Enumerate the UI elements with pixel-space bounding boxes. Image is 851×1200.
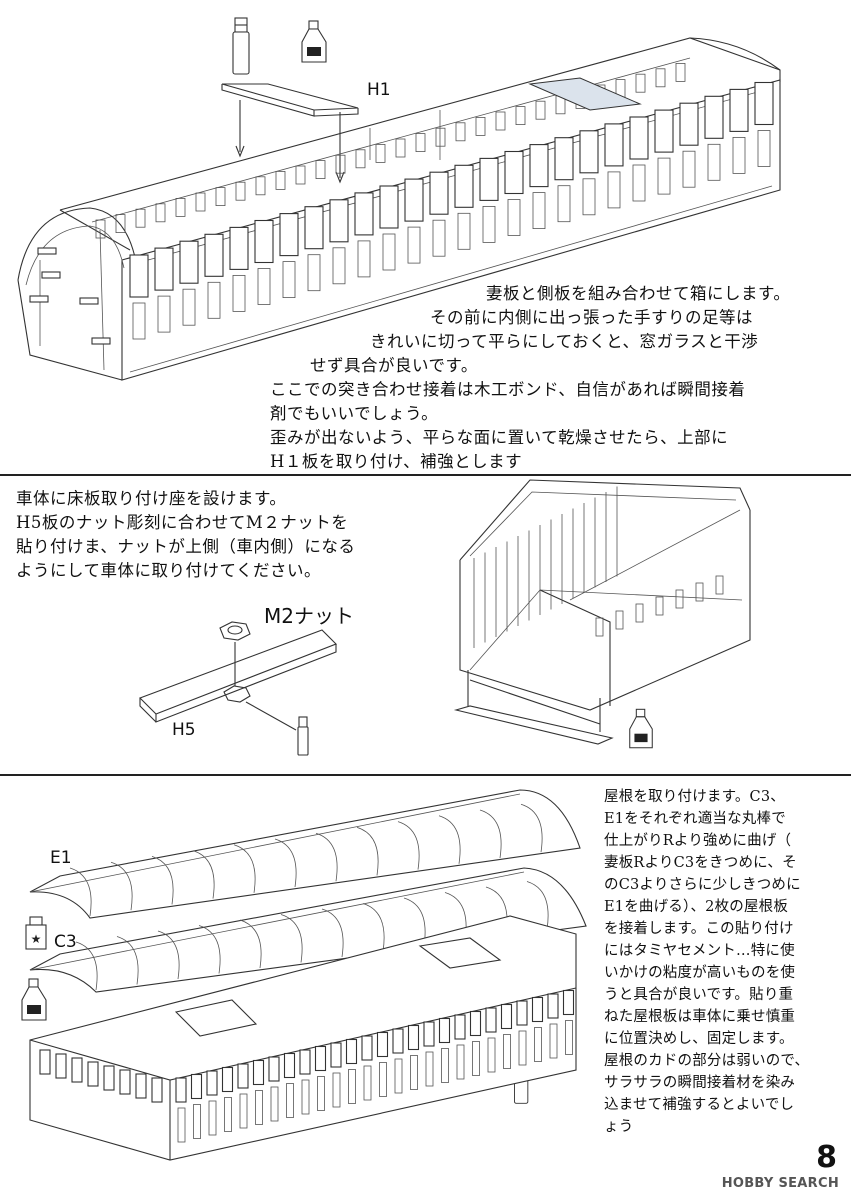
instruction-line: その前に内側に出っ張った手すりの足等は [430,308,753,327]
instruction-line: 妻板と側板を組み合わせて箱にします。 [486,284,791,303]
instruction-line: 車体に床板取り付け座を設けます。 [16,489,287,508]
instruction-line: 妻板RよりC3をきつめに、そ [604,855,797,871]
svg-text:★: ★ [31,932,42,946]
part-label-c3: C3 [54,932,77,952]
carriage-underside-illustration [453,479,751,745]
instruction-line: ょう [604,1119,634,1135]
instruction-line: にはタミヤセメント…特に使 [604,943,795,959]
instruction-line: E1を曲げる）、2枚の屋根板 [604,899,789,915]
page-number: 8 [816,1140,837,1175]
instruction-line: に位置決めし、固定します。 [604,1031,794,1047]
instruction-line: 歪みが出ないよう、平らな面に置いて乾燥させたら、上部に [270,428,729,447]
instruction-line: H5板のナット彫刻に合わせてM２ナットを [16,513,349,532]
instant-glue-bottle-icon [301,20,327,63]
instruction-line: いかけの粘度が高いものを使 [604,965,796,981]
section-divider [0,474,851,476]
carriage-body-box-illustration [17,37,781,381]
glue-tube-icon [232,17,250,75]
watermark: HOBBY SEARCH [721,1176,839,1191]
instruction-line: せず具合が良いです。 [310,356,478,375]
glue-tube-icon [297,716,309,756]
part-label-h1: H1 [367,80,391,100]
h5-plate-with-nut-illustration [139,621,337,731]
instruction-line: を接着します。この貼り付け [604,921,794,937]
instruction-line: 仕上がりRより強めに曲げ（ [604,833,792,849]
h1-plate-illustration [221,83,359,184]
instruction-line: 屋根のカドの部分は弱いので、 [604,1053,810,1069]
instruction-line: うと具合が良いです。貼り重 [604,987,794,1003]
instruction-line: ねた屋根板は車体に乗せ慎重 [604,1009,796,1025]
instruction-line: のC3よりさらに少しきつめに [604,877,801,893]
instruction-line: 貼り付けま、ナットが上側（車内側）になる [16,537,356,556]
tamiya-cement-icon: ★ [25,916,47,950]
part-label-m2-nut: M2ナット [264,604,354,628]
instruction-line: 込ませて補強するとよいでし [604,1097,795,1113]
instruction-line: 屋根を取り付けます。C3、 [604,789,785,805]
section-divider [0,774,851,776]
instruction-line: H１板を取り付け、補強とします [270,452,523,471]
instruction-line: サラサラの瞬間接着材を染み [604,1075,796,1091]
instruction-line: 剤でもいいでしょう。 [270,404,439,423]
instant-glue-bottle-icon [21,978,47,1021]
instant-glue-bottle-icon [629,708,653,749]
instruction-line: ようにして車体に取り付けてください。 [16,561,322,580]
instruction-line: ここでの突き合わせ接着は木工ボンド、自信があれば瞬間接着 [270,380,746,399]
part-label-h5: H5 [172,720,196,740]
instruction-line: きれいに切って平らにしておくと、窓ガラスと干渉 [370,332,759,351]
part-label-e1: E1 [50,848,72,868]
instruction-line: E1をそれぞれ適当な丸棒で [604,811,786,827]
